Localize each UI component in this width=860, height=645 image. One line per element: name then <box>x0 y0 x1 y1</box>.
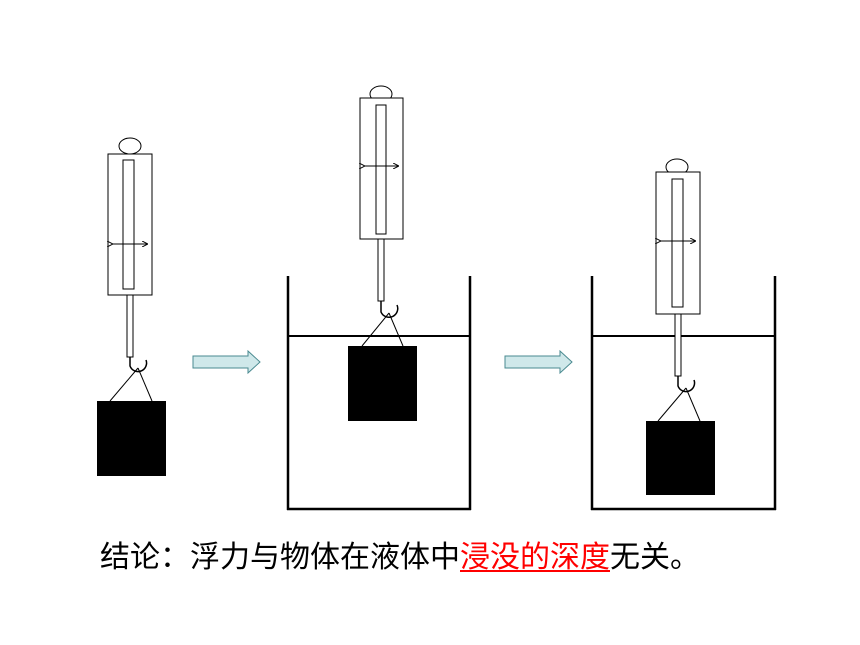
scale-rod <box>126 294 134 358</box>
metal-block <box>97 401 166 476</box>
spring-scale <box>360 85 404 318</box>
suspension-strings <box>657 387 701 422</box>
scale-ring <box>118 137 142 155</box>
spring-scale <box>656 158 701 393</box>
scale-hook <box>380 301 399 318</box>
conclusion-prefix: 结论：浮力与物体在液体中 <box>100 540 460 575</box>
conclusion-text: 结论：浮力与物体在液体中浸没的深度无关。 <box>100 536 840 580</box>
setup-in-air <box>97 137 166 476</box>
setup-shallow-submerged <box>286 85 472 511</box>
scale-slot <box>122 159 135 290</box>
transition-arrow-2 <box>504 349 573 375</box>
scale-slot <box>671 178 684 308</box>
metal-block <box>348 346 417 421</box>
metal-block <box>646 421 715 495</box>
scale-rod <box>377 238 385 302</box>
beaker <box>590 276 777 511</box>
suspension-strings <box>361 312 404 347</box>
setup-deep-submerged <box>590 158 777 511</box>
suspension-strings <box>109 367 153 402</box>
scale-slot <box>375 104 387 235</box>
beaker <box>286 276 472 511</box>
scale-rod <box>674 313 682 377</box>
conclusion-highlight: 浸没的深度 <box>460 540 610 575</box>
conclusion-suffix: 无关。 <box>610 540 700 575</box>
transition-arrow-1 <box>192 349 261 375</box>
spring-scale <box>108 137 153 373</box>
